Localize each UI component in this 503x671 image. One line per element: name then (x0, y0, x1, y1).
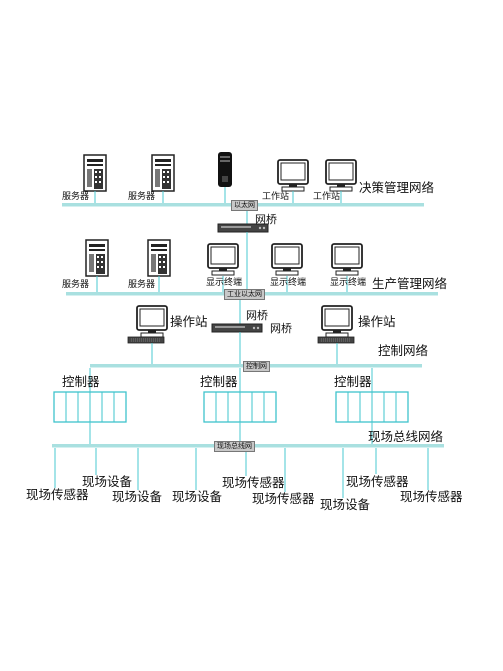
control-network-title: 控制网络 (378, 343, 429, 358)
terminal-monitor-icon (207, 243, 239, 276)
controller-drops (89, 368, 373, 392)
operator-station-label: 操作站 (358, 314, 396, 329)
controller-rack-icon (203, 391, 277, 423)
control-drops (151, 343, 338, 366)
keyboard-icon (317, 336, 355, 344)
field-device-label: 现场设备 (320, 497, 371, 512)
controller-rack-icon (53, 391, 127, 423)
fieldbus-network-title: 现场总线网络 (368, 429, 444, 444)
field-sensor-label: 现场传感器 (26, 487, 89, 502)
field-sensor-label: 现场传感器 (346, 474, 409, 489)
operator-station-label: 操作站 (170, 314, 208, 329)
production-drops (96, 276, 348, 294)
field-device-label: 现场设备 (112, 489, 163, 504)
field-device-label: 现场设备 (82, 474, 133, 489)
server-icon (151, 154, 175, 192)
server-icon (147, 239, 171, 277)
workstation-label: 工作站 (262, 192, 290, 202)
field-device-label: 现场设备 (172, 489, 223, 504)
bridge-label: 网桥 (246, 309, 268, 322)
server-label: 服务器 (62, 280, 90, 290)
decision-drops (94, 187, 342, 205)
ethernet-bus-label: 以太网 (231, 200, 258, 211)
controller-label: 控制器 (62, 374, 100, 389)
operator-monitor-icon (321, 305, 353, 338)
control-bus-label: 控制网 (243, 361, 270, 372)
terminal-label: 显示终端 (330, 278, 367, 288)
industrial-ethernet-label: 工业以太网 (224, 289, 265, 300)
server-label: 服务器 (128, 280, 156, 290)
keyboard-icon (127, 336, 165, 344)
terminal-label: 显示终端 (270, 278, 307, 288)
terminal-monitor-icon (271, 243, 303, 276)
workstation-monitor-icon (325, 159, 357, 192)
controller-label: 控制器 (200, 374, 238, 389)
decision-level-devices (83, 152, 357, 192)
bridge-icon (211, 323, 263, 333)
server-label: 服务器 (128, 192, 156, 202)
production-network-title: 生产管理网络 (372, 276, 448, 291)
decision-network-title: 决策管理网络 (359, 180, 435, 195)
operator-monitor-icon (136, 305, 168, 338)
terminal-label: 显示终端 (206, 278, 243, 288)
field-device-drops (54, 448, 429, 498)
workstation-label: 工作站 (313, 192, 341, 202)
production-level-devices (85, 239, 363, 277)
terminal-monitor-icon (331, 243, 363, 276)
field-sensor-label: 现场传感器 (400, 489, 463, 504)
bridge-label: 网桥 (255, 213, 277, 226)
field-sensor-label: 现场传感器 (252, 491, 315, 506)
server-icon (83, 154, 107, 192)
fieldbus-label: 现场总线网 (214, 441, 255, 452)
workstation-monitor-icon (277, 159, 309, 192)
tower-server-icon (218, 152, 232, 187)
bridge-label: 网桥 (270, 322, 292, 335)
field-sensor-label: 现场传感器 (222, 475, 285, 490)
controller-label: 控制器 (334, 374, 372, 389)
controller-rack-icon (335, 391, 409, 423)
server-label: 服务器 (62, 192, 90, 202)
server-icon (85, 239, 109, 277)
